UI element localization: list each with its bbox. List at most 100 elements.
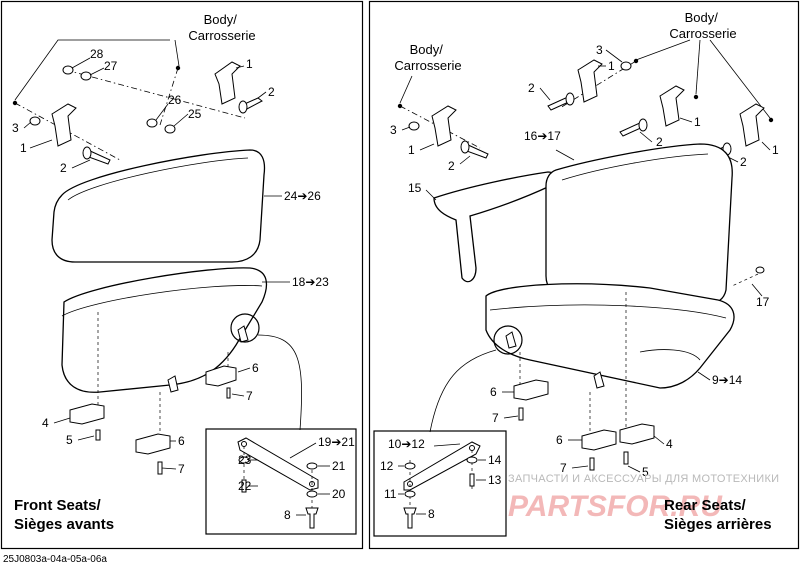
leader (71, 159, 91, 169)
part-number: 17 (756, 295, 770, 309)
part-number: 13 (488, 473, 502, 487)
leader (231, 393, 245, 397)
body-leader-line (635, 39, 691, 61)
part-number: 20 (332, 487, 346, 501)
leader (459, 155, 471, 165)
detail-inset (205, 428, 357, 535)
reference-code: 25J0803a-04a-05a-06a (3, 554, 107, 565)
nut-part (306, 462, 318, 470)
washer-part (29, 116, 41, 126)
part-number: 7 (178, 462, 185, 476)
part-number: 2 (528, 81, 535, 95)
detail-inset (373, 430, 507, 537)
bolt-head (238, 100, 248, 114)
part-number: 12 (380, 459, 394, 473)
detail-link (257, 334, 302, 431)
leader (161, 467, 177, 470)
body-leader-line (695, 39, 701, 95)
screw-part (226, 387, 231, 399)
cushion-leg (237, 325, 249, 343)
part-number: 1 (408, 143, 415, 157)
part-number: 3 (390, 123, 397, 137)
body-leader-line (174, 39, 180, 67)
part-number: 3 (596, 43, 603, 57)
nut-part (404, 462, 416, 470)
part-number: 26 (168, 93, 182, 107)
body-leader-line (709, 39, 771, 119)
clip-part (755, 266, 765, 274)
part-number: 4 (666, 437, 673, 451)
washer-part (620, 61, 632, 71)
part-number: 21 (332, 459, 346, 473)
bolt-head (638, 118, 648, 132)
part-number: 23 (238, 453, 252, 467)
axis-line (159, 67, 179, 126)
seat-foot (69, 403, 105, 425)
washer-part (404, 490, 416, 498)
bracket-part (739, 103, 765, 147)
bracket-part (659, 85, 685, 127)
part-number: 1 (694, 115, 701, 129)
body-leader-line (399, 75, 413, 104)
body-leader-line (14, 39, 170, 101)
part-number: 6 (178, 434, 185, 448)
leader (555, 149, 575, 161)
part-range: 10➔12 (388, 437, 425, 451)
section-title: Front Seats/ Sièges avants (14, 497, 114, 533)
part-number: 14 (488, 453, 502, 467)
cushion-leg (167, 375, 179, 393)
left-panel-frame (0, 0, 364, 550)
body-point (768, 117, 774, 123)
part-number: 6 (490, 385, 497, 399)
seat-foot (205, 365, 237, 387)
inset-bracket (403, 441, 481, 491)
part-number: 7 (492, 411, 499, 425)
washer-part (306, 490, 318, 498)
bolt-head (460, 140, 470, 154)
screw-part (157, 461, 163, 475)
screw-part (241, 479, 247, 493)
detail-callout (493, 325, 523, 355)
part-number: 6 (556, 433, 563, 447)
washer-part (408, 121, 420, 131)
rear-cushion (485, 283, 735, 389)
watermark-logo: PARTSFOR.RU (508, 490, 723, 523)
section-title-line2: Sièges arrières (664, 516, 772, 533)
washer-part (164, 124, 176, 134)
bracket-part (214, 61, 241, 105)
body-label-line1: Body/ (685, 10, 719, 25)
bolt-part (403, 507, 417, 529)
bolt-part (305, 507, 319, 529)
bolt-head (565, 92, 575, 106)
nut-part (146, 118, 158, 128)
seat-foot (619, 423, 655, 445)
seat-foot (135, 433, 171, 455)
leader (571, 465, 589, 469)
leader (237, 367, 251, 373)
detail-callout (230, 313, 260, 343)
washer-part (238, 456, 250, 464)
leader (401, 126, 411, 131)
right-panel-frame (368, 0, 800, 550)
leader (29, 139, 53, 149)
screw-part (95, 429, 101, 441)
part-number: 22 (238, 479, 252, 493)
leader (679, 117, 693, 123)
screw-part (469, 473, 475, 487)
part-number: 2 (656, 135, 663, 149)
washer-part (80, 71, 92, 81)
part-number: 4 (42, 416, 49, 430)
body-label-line1: Body/ (410, 42, 444, 57)
leader (289, 442, 317, 459)
body-label-line2: Carrosserie (188, 28, 255, 43)
part-number: 2 (740, 155, 747, 169)
leader (71, 57, 91, 69)
screw-part (623, 451, 629, 465)
leader (23, 121, 32, 129)
leader (627, 465, 641, 473)
part-number: 15 (408, 181, 422, 195)
leader (425, 189, 437, 201)
leader (539, 87, 551, 101)
part-number: 8 (428, 507, 435, 521)
